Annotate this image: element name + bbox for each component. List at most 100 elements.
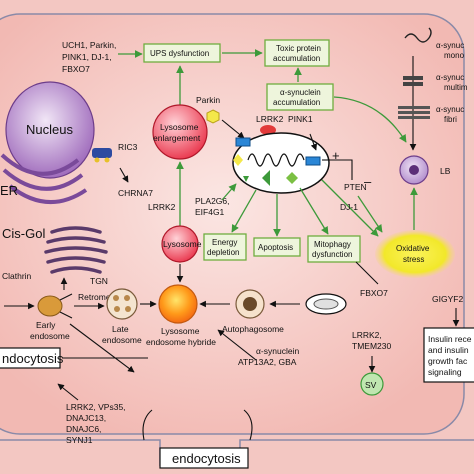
gene-atp13a2: ATP13A2, GBA <box>238 357 297 367</box>
phagophore-inner <box>313 298 339 310</box>
arrow-mito-mitophagy <box>299 187 329 235</box>
lysosome-enlargement <box>152 104 208 160</box>
gene-lrrk2-left: LRRK2 <box>148 202 176 212</box>
parkin-icon <box>206 109 220 124</box>
gene-gigyf2: GIGYF2 <box>432 294 463 304</box>
arrow-dj1-ox <box>357 195 383 233</box>
toxic-label-1: Toxic protein <box>276 44 321 53</box>
gene-lrrk2-tmem: LRRK2, <box>352 330 382 340</box>
gene-asyn-atp: α-synuclein <box>256 346 299 356</box>
mitochondrion-cristae <box>247 153 305 167</box>
nucleus-label: Nucleus <box>26 122 73 137</box>
late-label-1: Late <box>112 324 129 334</box>
arrow-ric3-chrna7 <box>119 167 129 183</box>
asyn-multi-1: α-synuc <box>436 73 464 82</box>
er-shape <box>0 153 88 204</box>
lysosome <box>161 225 199 263</box>
asyn-acc-label-1: α-synuclein <box>280 88 321 97</box>
oxidative-label-1: Oxidative <box>396 244 430 253</box>
insulin-box <box>423 327 474 383</box>
gene-fbxo7: FBXO7 <box>62 64 90 74</box>
ric3-icon <box>92 148 112 163</box>
mito-protein-blue-2 <box>305 156 321 166</box>
ric3-label: RIC3 <box>118 142 138 152</box>
gene-pten: PTEN <box>344 182 367 192</box>
lysosome-label: Lysosome <box>163 239 202 249</box>
apoptosis-box <box>253 237 301 257</box>
energy-label-1: Energy <box>212 238 237 247</box>
arrow-parkin-mito <box>221 119 245 139</box>
endocytosis-left-box <box>0 347 61 369</box>
insulin-label-4: signaling <box>428 367 462 377</box>
cis-golgi-label: Cis-Gol <box>2 226 45 241</box>
arrow-vps35-endo <box>57 383 79 401</box>
asyn-acc-label-2: accumulation <box>273 98 320 107</box>
pten-line <box>330 159 353 180</box>
mito-label-2: dysfunction <box>312 250 352 259</box>
golgi-stack <box>44 226 108 274</box>
early-endosome <box>37 295 63 317</box>
nucleus <box>5 81 95 179</box>
fbxo7-line <box>355 261 379 285</box>
asyn-multi-2: multim <box>444 83 468 92</box>
clathrin-label: Clathrin <box>2 271 32 281</box>
mitochondrion <box>232 132 330 194</box>
asyn-fib-2: fibri <box>444 115 457 124</box>
arrow-asyn-lb <box>333 96 407 143</box>
ups-label: UPS dysfunction <box>150 49 209 58</box>
arrow-atp-hybrid <box>217 329 257 361</box>
cell-membrane <box>0 13 465 435</box>
energy-box <box>203 233 247 261</box>
gene-dnaj13: DNAJC13, <box>66 413 106 423</box>
gene-tmem230: TMEM230 <box>352 341 391 351</box>
sign-plus: + <box>332 148 340 163</box>
sign-minus: – <box>364 174 372 189</box>
gene-eif4g1: EIF4G1 <box>195 207 225 217</box>
mito-protein-blue-1 <box>235 137 251 147</box>
lb-label: LB <box>440 166 451 176</box>
er-label: ER <box>0 183 18 198</box>
gene-parkin: Parkin <box>196 95 220 105</box>
chrna7-label: CHRNA7 <box>118 188 153 198</box>
retromer-label: Retromer <box>78 292 114 302</box>
endocytosis-bottom-label: endocytosis <box>172 451 241 466</box>
late-endosome-vesicles <box>113 295 131 312</box>
gene-pink1: PINK1, DJ-1, <box>62 52 112 62</box>
gene-fbxo7-b: FBXO7 <box>360 288 388 298</box>
asyn-fibril-icon <box>398 106 430 119</box>
lysosome-endosome-hybrid <box>158 284 198 324</box>
arrow-mito-energy <box>231 189 257 233</box>
gene-synj1: SYNJ1 <box>66 435 93 445</box>
autophagosome-core <box>243 297 257 311</box>
endocytosis-left-label: ndocytosis <box>2 351 64 366</box>
gene-pink1-b: PINK1 <box>288 114 313 124</box>
asyn-monomer-icon <box>404 27 432 43</box>
oxidative-stress-blob <box>375 230 455 278</box>
asyn-acc-box <box>266 83 334 111</box>
gene-dj1: DJ-1 <box>340 202 358 212</box>
mito-protein-yellow <box>233 154 243 166</box>
mito-protein-diamond <box>286 172 298 184</box>
endocytosis-bottom-box <box>159 447 249 469</box>
toxic-label-2: accumulation <box>273 54 320 63</box>
apoptosis-label: Apoptosis <box>258 243 293 252</box>
energy-label-2: depletion <box>207 248 239 257</box>
insulin-label-3: growth fac <box>428 356 468 366</box>
hybrid-label-2: endosome hybride <box>146 337 216 347</box>
gene-lrrk2-top: LRRK2 <box>256 114 284 124</box>
early-label-2: endosome <box>30 331 70 341</box>
mito-protein-triangle <box>243 176 249 182</box>
arrow-pla2g6-mito <box>221 183 237 201</box>
early-label-1: Early <box>36 320 56 330</box>
gene-lrrk2-vps35: LRRK2, VPs35, <box>66 402 126 412</box>
mito-protein-green <box>262 170 270 186</box>
early-endosome-tubules <box>59 293 73 319</box>
arrow-early-endocytosis <box>69 323 135 373</box>
sv-label: SV <box>365 380 377 390</box>
toxic-box <box>264 39 330 67</box>
lyso-enl-label-1: Lysosome <box>160 122 199 132</box>
hybrid-label-1: Lysosome <box>161 326 200 336</box>
gene-pla2g6: PLA2G6, <box>195 196 230 206</box>
autophagosome-label: Autophagosome <box>222 324 284 334</box>
